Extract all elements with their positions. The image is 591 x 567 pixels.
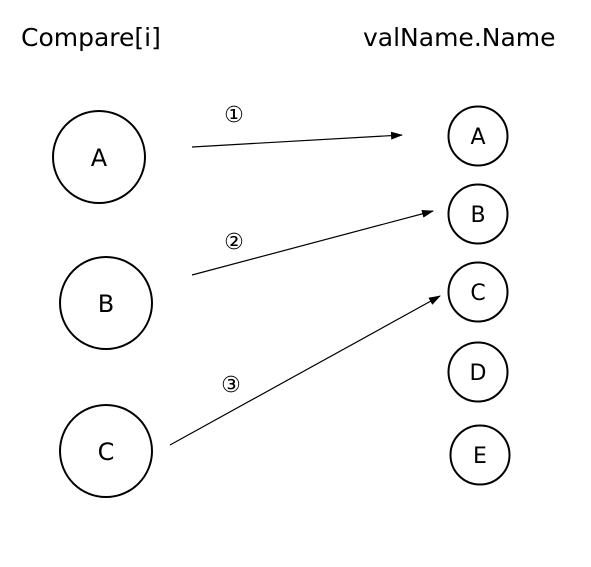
left-node-b-label: B [98,290,114,318]
left-node-c: C [59,404,153,498]
left-node-a-label: A [91,144,108,172]
arrow-3: ③ [169,295,441,446]
arrow-1: ① [191,103,403,148]
right-node-c: C [447,261,509,323]
right-node-b: B [447,183,509,245]
right-node-a-label: A [470,125,485,150]
left-node-a: A [52,110,146,204]
arrow-2-number: ② [224,230,244,255]
left-column-title: Compare[i] [21,23,161,52]
right-node-d-label: D [470,361,487,386]
right-node-a: A [447,105,509,167]
left-node-c-label: C [98,438,115,466]
arrow-2: ② [191,209,434,276]
arrow-1-number: ① [224,103,244,128]
right-node-c-label: C [470,281,485,306]
right-node-b-label: B [470,203,485,228]
right-node-e-label: E [473,444,487,469]
right-node-e: E [449,424,511,486]
arrow-3-number: ③ [221,373,241,398]
right-column-title: valName.Name [363,23,556,52]
right-node-d: D [447,341,509,403]
left-node-b: B [59,256,153,350]
